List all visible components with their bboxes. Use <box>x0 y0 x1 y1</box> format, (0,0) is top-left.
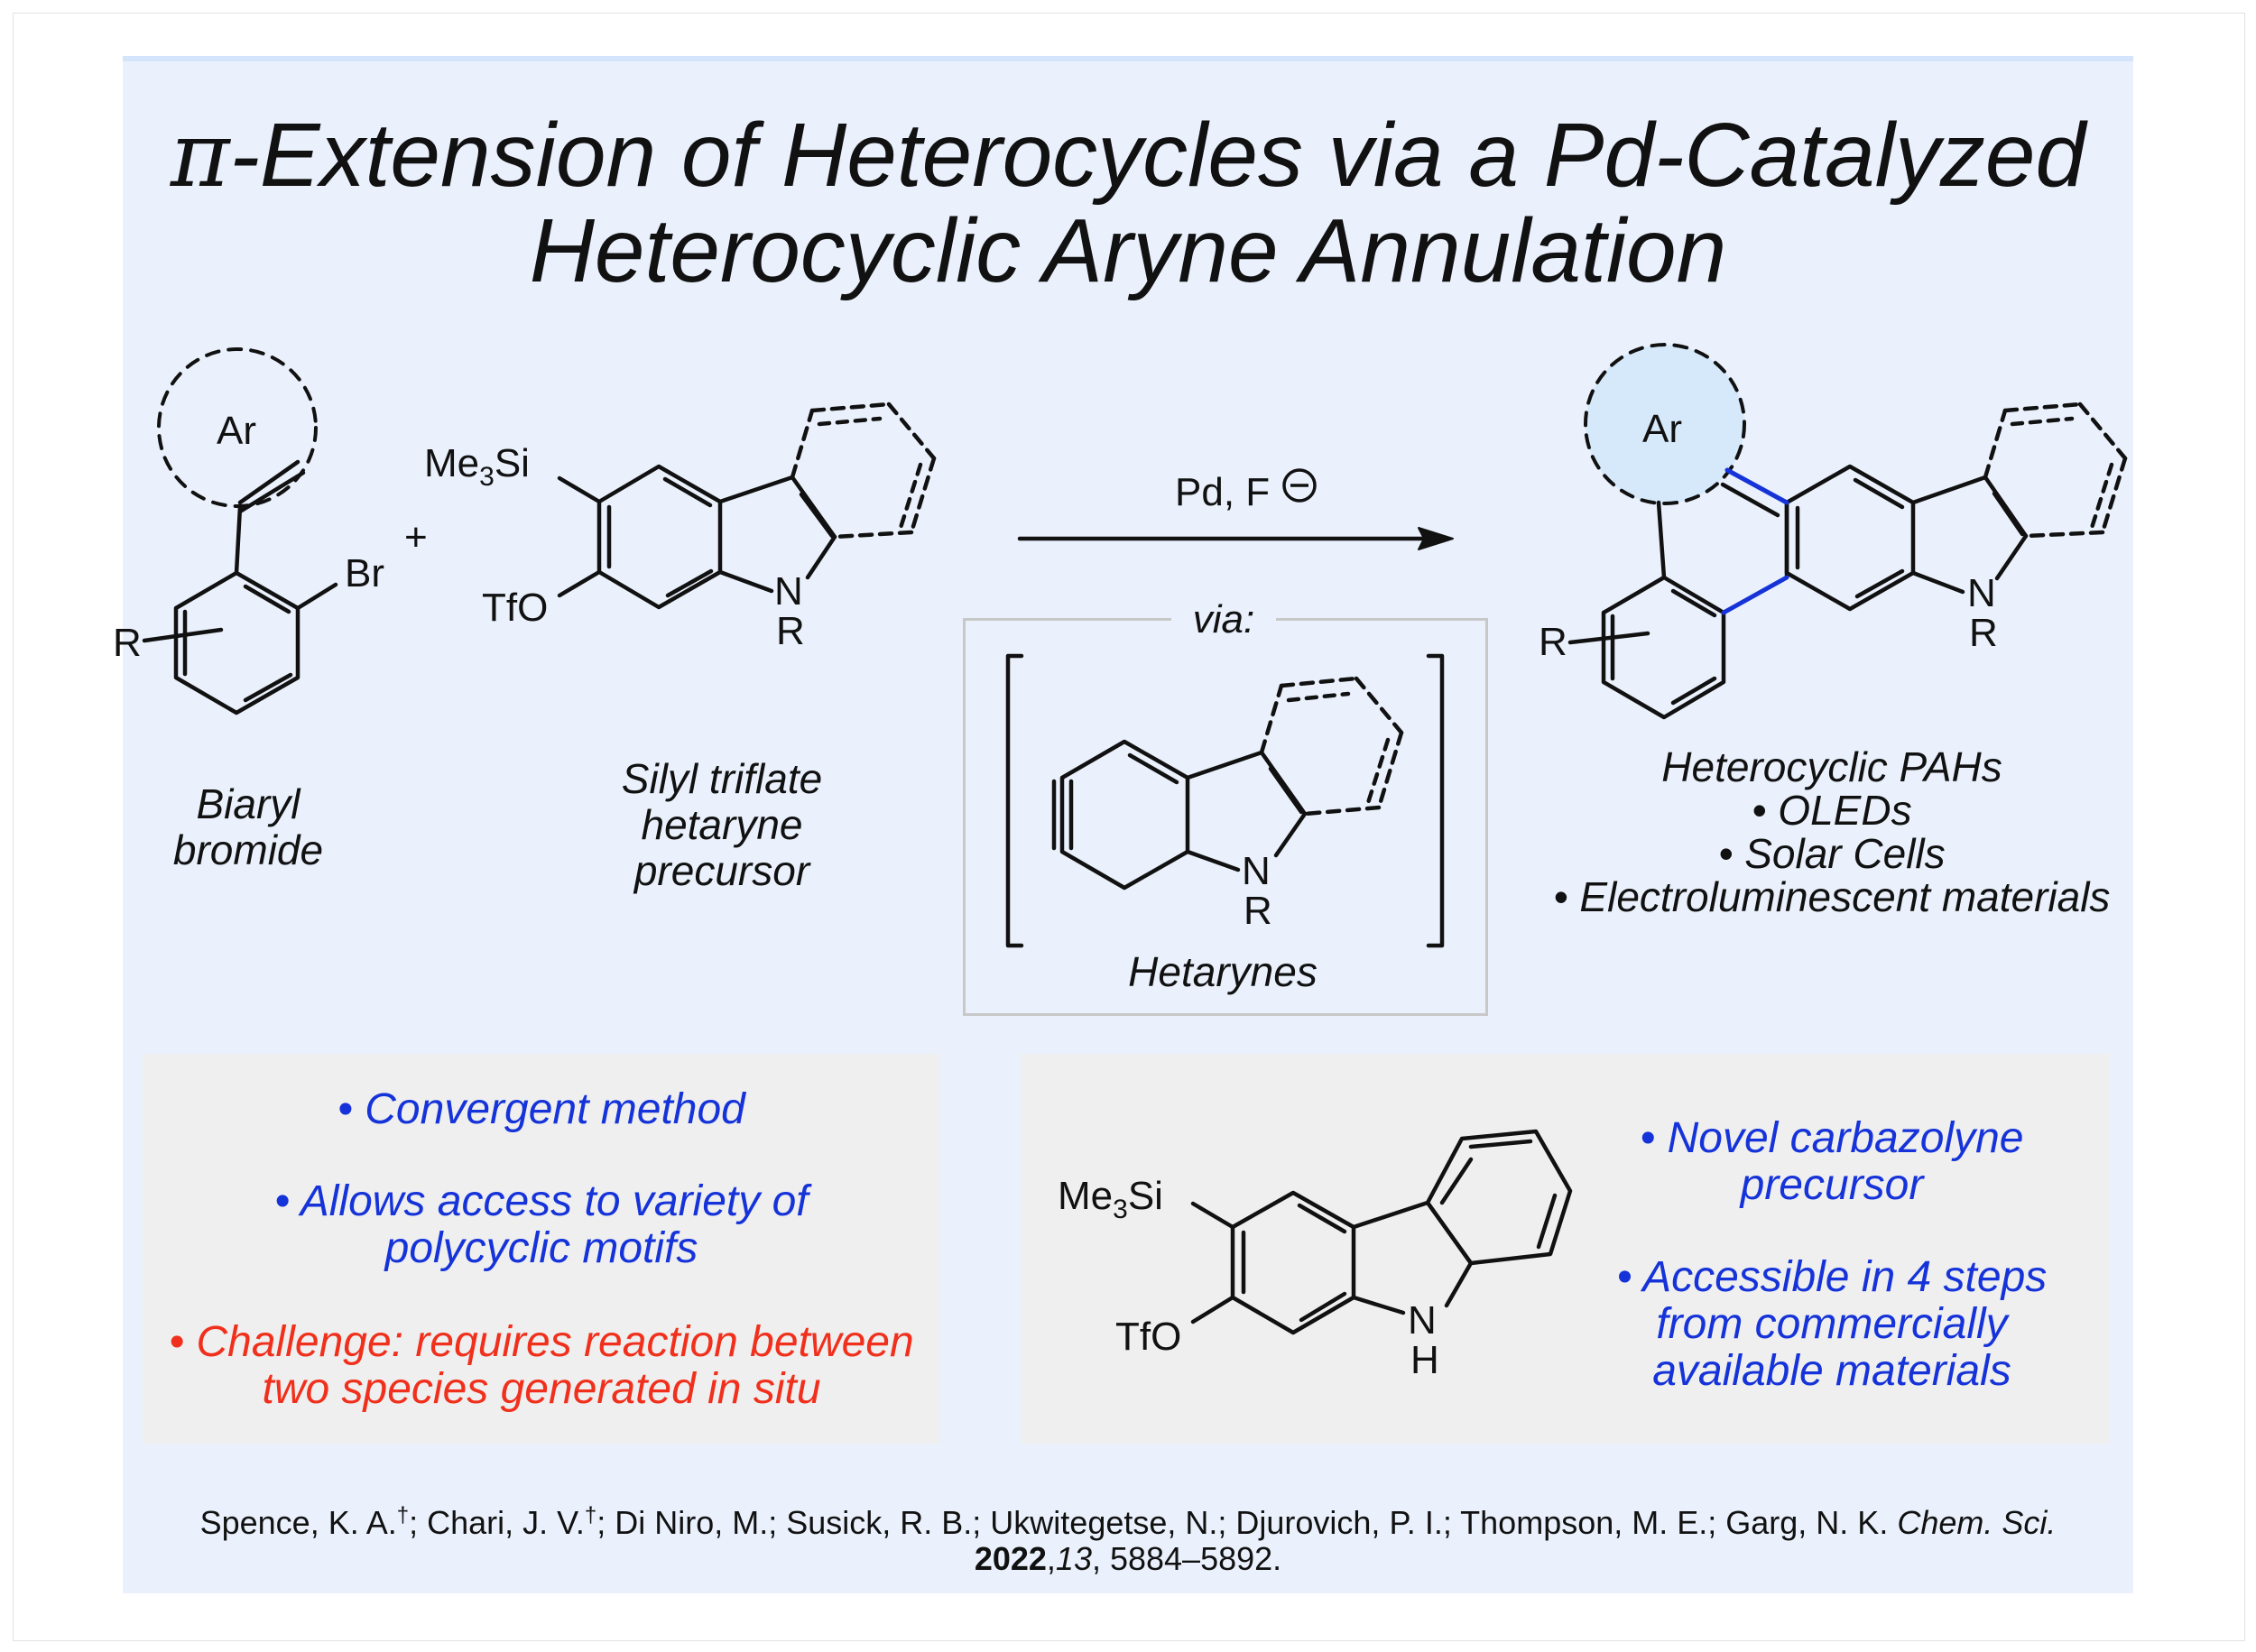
caption-line: Heterocyclic PAHs <box>1661 743 2002 790</box>
r-label-product: R <box>1539 620 1567 664</box>
caption-line: hetaryne <box>641 801 803 848</box>
product-structure <box>1567 343 2128 720</box>
citation-line-1: Spence, K. A.†; Chari, J. V.†; Di Niro, … <box>123 1496 2133 1543</box>
bullet-novel-carbazolyne: • Novel carbazolyne precursor <box>1552 1115 2112 1209</box>
title-line-2: Heterocyclic Aryne Annulation <box>529 200 1727 301</box>
n-label-silyl: N <box>774 569 803 614</box>
r-label-product-n: R <box>1969 611 1998 655</box>
n-label-hetaryne: N <box>1242 849 1271 893</box>
ar-ring-dashed <box>157 347 318 508</box>
page-frame <box>13 13 2245 1641</box>
r-label-hetaryne: R <box>1244 889 1272 933</box>
r-label-silyl: R <box>776 609 805 653</box>
n-label-product: N <box>1967 571 1996 615</box>
citation-authors: Spence, K. A. <box>199 1504 397 1541</box>
ar-ring-highlight <box>1584 343 1746 505</box>
hetaryne-structure <box>1005 653 1445 948</box>
dagger-mark: † <box>584 1503 597 1527</box>
r-label-biaryl: R <box>113 621 142 665</box>
citation-volume: 13 <box>1055 1540 1092 1577</box>
tfo-label-carbazolyne: TfO <box>1115 1315 1181 1359</box>
bullet-accessible: • Accessible in 4 steps from commerciall… <box>1552 1254 2112 1395</box>
citation-pages: , 5884–5892. <box>1091 1540 1282 1577</box>
citation-authors-3: ; Di Niro, M.; Susick, R. B.; Ukwitegets… <box>596 1504 1889 1541</box>
bullet-challenge: • Challenge: requires reaction between t… <box>143 1319 940 1413</box>
caption-line: bromide <box>172 826 324 873</box>
caption-line: Silyl triflate <box>621 755 823 802</box>
tfo-label-silyl: TfO <box>482 586 548 630</box>
bullet-line: polycyclic motifs <box>384 1224 698 1272</box>
new-bonds <box>1721 467 1789 615</box>
bullet-line: two species generated in situ <box>262 1365 821 1413</box>
bullet-line: • Challenge: requires reaction between <box>169 1318 914 1366</box>
product-caption: Heterocyclic PAHs • OLEDs • Solar Cells … <box>1525 745 2139 918</box>
dagger-mark: † <box>396 1503 410 1527</box>
reaction-arrow <box>1017 527 1454 550</box>
bullet-line: from commercially <box>1656 1300 2008 1348</box>
me3si-label-carbazolyne: Me3Si <box>1058 1174 1163 1224</box>
me3si-label-silyl: Me3Si <box>424 441 530 492</box>
ar-label-product: Ar <box>1642 407 1682 451</box>
hetarynes-caption: Hetarynes <box>1128 948 1318 995</box>
silyl-triflate-structure <box>557 401 937 610</box>
title-line-1: π-Extension of Heterocycles via a Pd-Cat… <box>123 110 2133 201</box>
bullet-line: • Novel carbazolyne <box>1640 1114 2024 1162</box>
biaryl-bromide-structure <box>142 347 338 715</box>
br-label: Br <box>345 551 384 595</box>
caption-line: precursor <box>633 847 810 894</box>
title-line-1-text: -Extension of Heterocycles via a Pd-Cata… <box>229 105 2086 206</box>
right-summary-box <box>1021 1054 2109 1444</box>
citation-year: 2022 <box>974 1540 1047 1577</box>
bullet-convergent: • Convergent method <box>337 1085 745 1133</box>
citation-authors-2: ; Chari, J. V. <box>409 1504 585 1541</box>
silyl-triflate-caption: Silyl triflate hetaryne precursor <box>578 756 866 894</box>
left-summary-box <box>143 1054 940 1444</box>
h-label-carbazolyne: H <box>1410 1338 1439 1382</box>
caption-line: • Electroluminescent materials <box>1553 873 2111 920</box>
bullet-line: • Allows access to variety of <box>274 1177 809 1225</box>
carbazolyne-precursor-structure <box>1190 1129 1573 1335</box>
pd-f-label: Pd, F <box>1175 470 1270 514</box>
plus-sign: + <box>404 515 428 559</box>
n-label-carbazolyne: N <box>1408 1298 1437 1343</box>
fluoride-charge-icon <box>1282 468 1317 503</box>
citation-line-2: 2022,13, 5884–5892. <box>974 1540 1282 1577</box>
bullet-line: available materials <box>1652 1347 2011 1395</box>
caption-line: • Solar Cells <box>1718 830 1946 877</box>
ar-label-biaryl: Ar <box>217 409 256 453</box>
via-label: via: <box>1171 595 1276 644</box>
caption-line: • OLEDs <box>1752 787 1912 834</box>
caption-line: Biaryl <box>196 780 300 827</box>
bullet-line: • Accessible in 4 steps <box>1616 1253 2048 1301</box>
bullet-line: precursor <box>1740 1161 1924 1209</box>
biaryl-bromide-caption: Biaryl bromide <box>135 781 361 873</box>
bullet-access: • Allows access to variety of polycyclic… <box>143 1178 940 1272</box>
pi-symbol: π <box>170 102 230 208</box>
citation-journal: Chem. Sci. <box>1897 1504 2057 1541</box>
